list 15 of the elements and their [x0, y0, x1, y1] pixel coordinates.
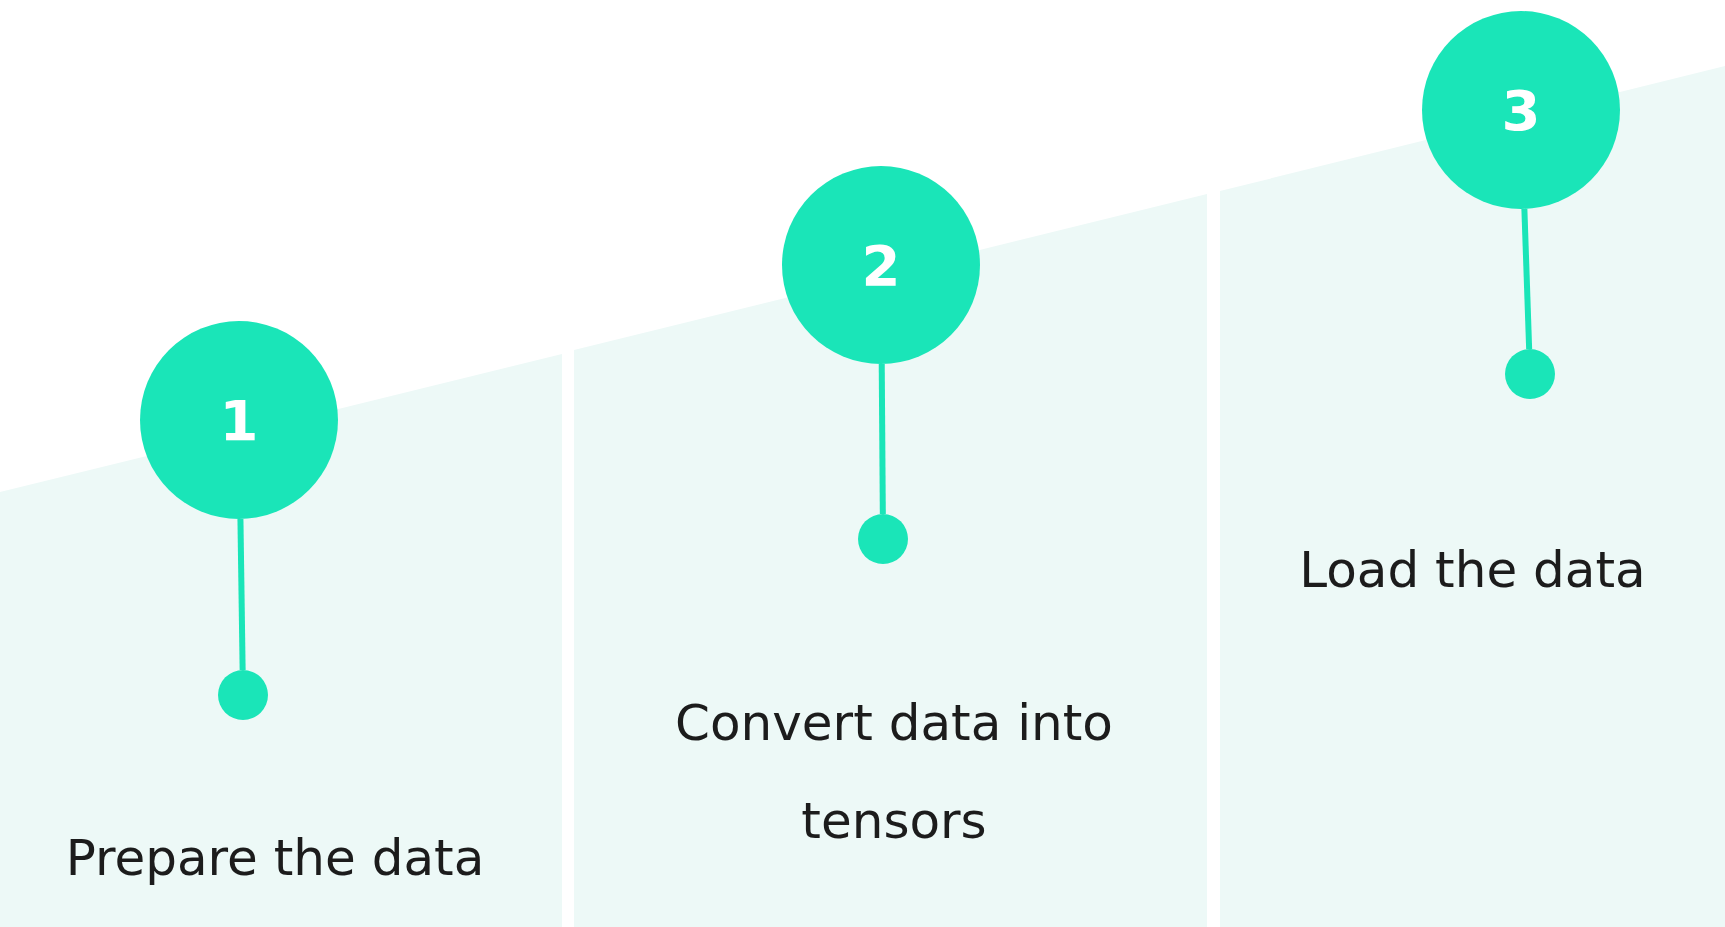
- pin-line: [878, 363, 886, 515]
- step-label: Load the data: [1298, 540, 1647, 601]
- step-label: Convert data into tensors: [674, 693, 1114, 852]
- pin-dot: [1505, 349, 1555, 399]
- step-panel: [574, 194, 1207, 927]
- step-label: Prepare the data: [64, 828, 486, 889]
- step-number-circle: 2: [782, 166, 980, 364]
- pin-line: [237, 518, 246, 671]
- pin-dot: [218, 670, 268, 720]
- step-panel: [0, 354, 562, 927]
- step-panel: [1220, 66, 1725, 927]
- pin-line: [1521, 208, 1533, 350]
- step-number-circle: 3: [1422, 11, 1620, 209]
- step-number-circle: 1: [140, 321, 338, 519]
- pin-dot: [858, 514, 908, 564]
